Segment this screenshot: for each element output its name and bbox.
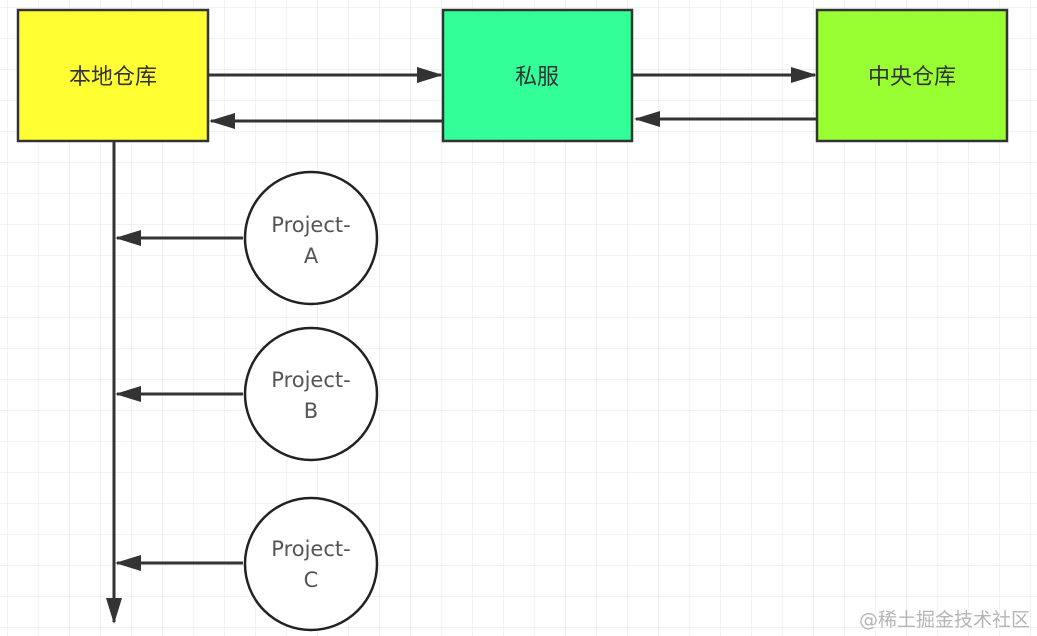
node-project-b-label-line2: B bbox=[304, 399, 318, 423]
node-private-server[interactable]: 私服 bbox=[441, 8, 634, 143]
node-local-repo-box bbox=[16, 8, 210, 143]
node-private-server-label: 私服 bbox=[515, 65, 559, 90]
node-project-a-label-line1: Project- bbox=[271, 213, 350, 237]
node-central-repo-box bbox=[815, 8, 1009, 143]
watermark: @稀土掘金技术社区 bbox=[859, 609, 1030, 631]
node-project-b-label-line1: Project- bbox=[271, 368, 350, 392]
node-project-b[interactable]: Project- B bbox=[243, 326, 379, 462]
node-central-repo-label: 中央仓库 bbox=[868, 65, 956, 90]
node-project-a-label-line2: A bbox=[304, 244, 319, 268]
node-project-b-circle bbox=[243, 326, 379, 462]
node-project-c-label-line2: C bbox=[304, 568, 319, 592]
node-project-c-label-line1: Project- bbox=[271, 537, 350, 561]
node-local-repo-label: 本地仓库 bbox=[69, 65, 157, 90]
node-project-a-circle bbox=[243, 170, 379, 306]
node-project-c-circle bbox=[243, 496, 379, 632]
node-central-repo[interactable]: 中央仓库 bbox=[815, 8, 1009, 143]
node-project-c[interactable]: Project- C bbox=[243, 496, 379, 632]
node-private-server-box bbox=[441, 8, 634, 143]
node-local-repo[interactable]: 本地仓库 bbox=[16, 8, 210, 143]
node-project-a[interactable]: Project- A bbox=[243, 170, 379, 306]
